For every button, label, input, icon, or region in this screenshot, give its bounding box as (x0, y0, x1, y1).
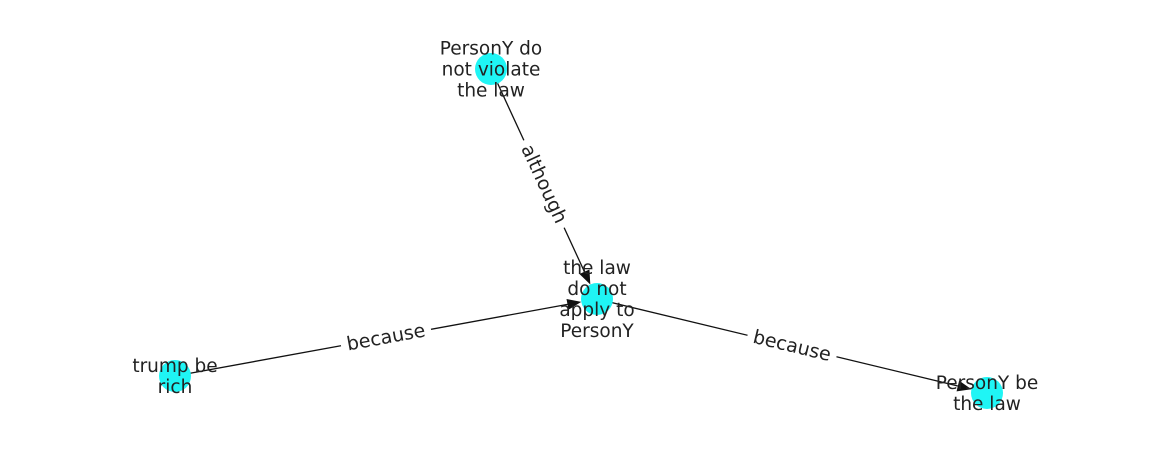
node-label-line: the law (563, 258, 631, 279)
edge-label-left-center: because (338, 315, 434, 360)
node-left (159, 360, 191, 392)
edge-label-background (511, 134, 577, 234)
node-label-line: the law (953, 394, 1021, 415)
edge-label-background (744, 321, 840, 371)
node-label-line: PersonY (560, 321, 634, 342)
arrow-head-icon (956, 380, 972, 392)
edge-label-top-center: although (511, 134, 577, 234)
nodes-layer (159, 53, 1003, 409)
node-label-line: rich (158, 377, 193, 398)
node-label-line: apply to (559, 300, 634, 321)
node-center (581, 283, 613, 315)
edges-layer (174, 68, 972, 392)
node-label-line: not violate (442, 60, 541, 81)
node-label-line: the law (457, 81, 525, 102)
node-top (475, 53, 507, 85)
node-label-line: PersonY be (936, 373, 1038, 394)
arrow-head-icon (579, 269, 591, 285)
node-label-line: trump be (132, 356, 217, 377)
node-label-line: PersonY do (440, 39, 542, 60)
edge-label-background (338, 315, 434, 360)
edge-label-center-right: because (744, 321, 840, 371)
node-right (971, 377, 1003, 409)
arrow-head-icon (566, 298, 582, 310)
node-label-line: do not (567, 279, 626, 300)
